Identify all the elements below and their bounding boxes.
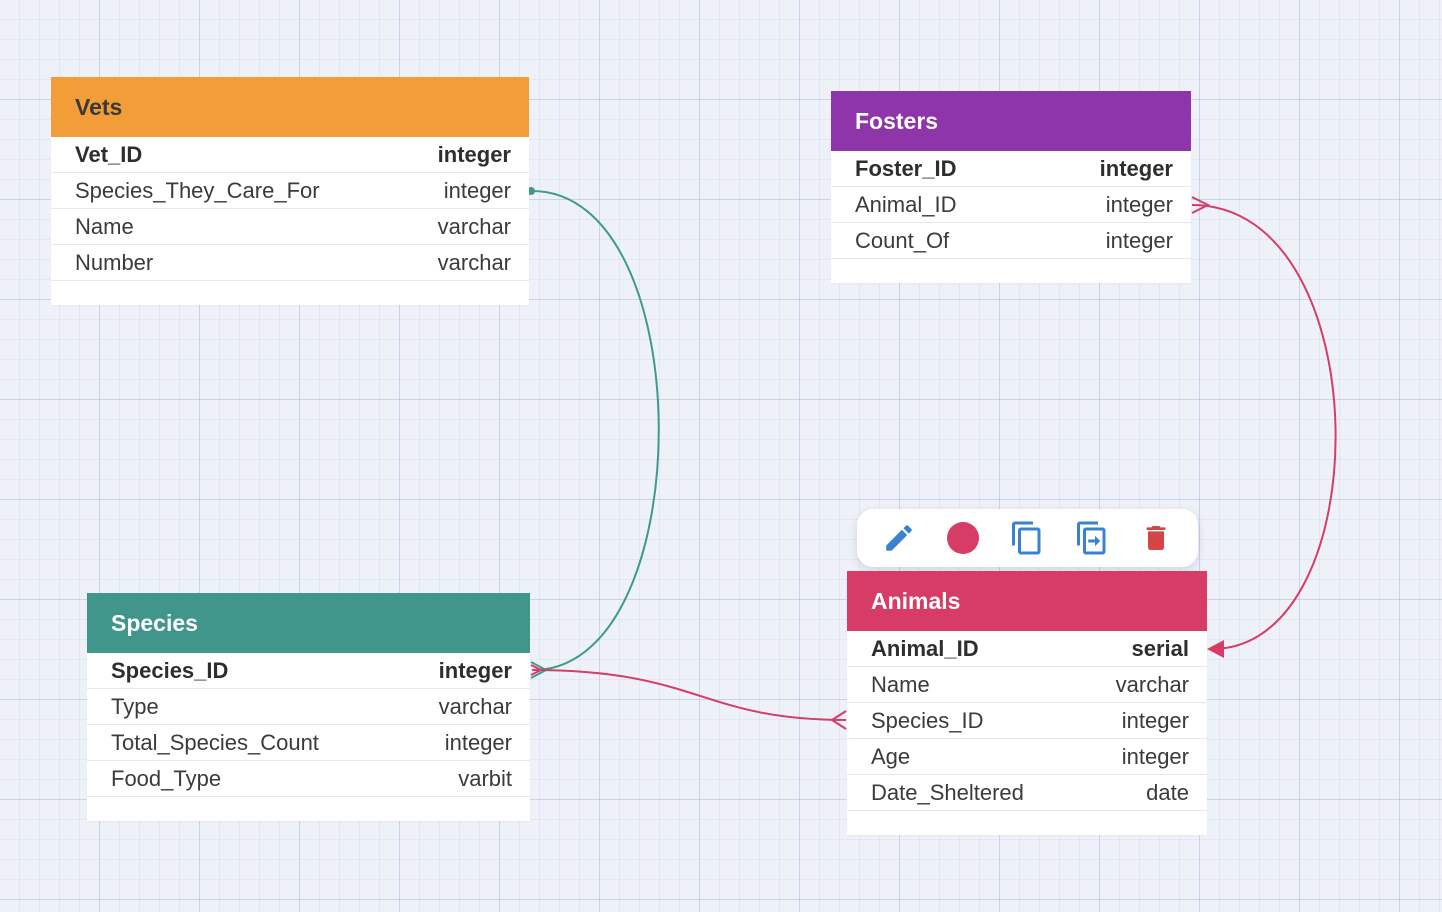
column-row[interactable]: Count_Of integer (831, 223, 1191, 259)
column-name: Age (871, 743, 911, 769)
column-type: integer (437, 141, 511, 167)
column-name: Type (111, 693, 159, 719)
table-footer (831, 259, 1191, 283)
link-vets-species[interactable] (531, 190, 660, 671)
crowfoot-animals-species (830, 710, 847, 730)
column-name: Animal_ID (855, 191, 957, 217)
column-name: Species_They_Care_For (75, 177, 320, 203)
table-header-fosters[interactable]: Fosters (831, 91, 1191, 151)
column-row[interactable]: Species_ID integer (847, 703, 1207, 739)
column-name: Date_Sheltered (871, 779, 1024, 805)
column-type: integer (1099, 155, 1173, 181)
column-type: varchar (438, 693, 512, 719)
column-row[interactable]: Age integer (847, 739, 1207, 775)
column-type: integer (1121, 743, 1189, 769)
column-name: Foster_ID (855, 155, 957, 181)
primary-key-row[interactable]: Vet_ID integer (51, 137, 529, 173)
column-type: integer (1105, 191, 1173, 217)
column-row[interactable]: Number varchar (51, 245, 529, 281)
column-row[interactable]: Total_Species_Count integer (87, 725, 530, 761)
primary-key-row[interactable]: Animal_ID serial (847, 631, 1207, 667)
column-type: serial (1131, 635, 1190, 661)
column-type: integer (1105, 227, 1173, 253)
table-title-species: Species (111, 609, 198, 636)
table-footer (847, 811, 1207, 835)
column-type: varchar (437, 213, 511, 239)
column-name: Animal_ID (871, 635, 979, 661)
table-footer (51, 281, 529, 305)
column-row[interactable]: Food_Type varbit (87, 761, 530, 797)
primary-key-row[interactable]: Species_ID integer (87, 653, 530, 689)
column-name: Name (871, 671, 930, 697)
copy-icon[interactable] (1007, 518, 1047, 558)
column-row[interactable]: Species_They_Care_For integer (51, 173, 529, 209)
link-species-animals[interactable] (531, 669, 847, 721)
column-type: varchar (1115, 671, 1189, 697)
column-row[interactable]: Date_Sheltered date (847, 775, 1207, 811)
table-header-species[interactable]: Species (87, 593, 530, 653)
column-name: Species_ID (871, 707, 984, 733)
arrow-animals-pk (1207, 640, 1224, 658)
column-name: Count_Of (855, 227, 950, 253)
column-type: varbit (458, 765, 512, 791)
column-row[interactable]: Animal_ID integer (831, 187, 1191, 223)
column-name: Number (75, 249, 154, 275)
primary-key-row[interactable]: Foster_ID integer (831, 151, 1191, 187)
column-type: integer (443, 177, 511, 203)
table-title-vets: Vets (75, 93, 123, 120)
column-row[interactable]: Name varchar (847, 667, 1207, 703)
pencil-icon[interactable] (879, 518, 919, 558)
column-name: Vet_ID (75, 141, 143, 167)
column-type: integer (438, 657, 512, 683)
table-header-animals[interactable]: Animals (847, 571, 1207, 631)
trash-icon[interactable] (1136, 518, 1176, 558)
link-fosters-animals[interactable] (1191, 204, 1337, 650)
column-name: Total_Species_Count (111, 729, 319, 755)
column-type: integer (1121, 707, 1189, 733)
table-footer (87, 797, 530, 821)
column-type: varchar (437, 249, 511, 275)
arrow-species-pink (530, 664, 544, 676)
table-header-vets[interactable]: Vets (51, 77, 529, 137)
column-row[interactable]: Type varchar (87, 689, 530, 725)
column-row[interactable]: Name varchar (51, 209, 529, 245)
crowfoot-fosters-animal (1191, 196, 1211, 214)
crowfoot-species-teal (530, 661, 549, 679)
column-type: integer (444, 729, 512, 755)
color-dot-icon[interactable] (943, 518, 983, 558)
column-name: Species_ID (111, 657, 229, 683)
table-title-fosters: Fosters (855, 107, 939, 134)
duplicate-icon[interactable] (1072, 518, 1112, 558)
column-name: Name (75, 213, 134, 239)
table-title-animals: Animals (871, 587, 961, 614)
column-type: date (1146, 779, 1189, 805)
column-name: Food_Type (111, 765, 222, 791)
table-action-toolbar (857, 509, 1198, 567)
